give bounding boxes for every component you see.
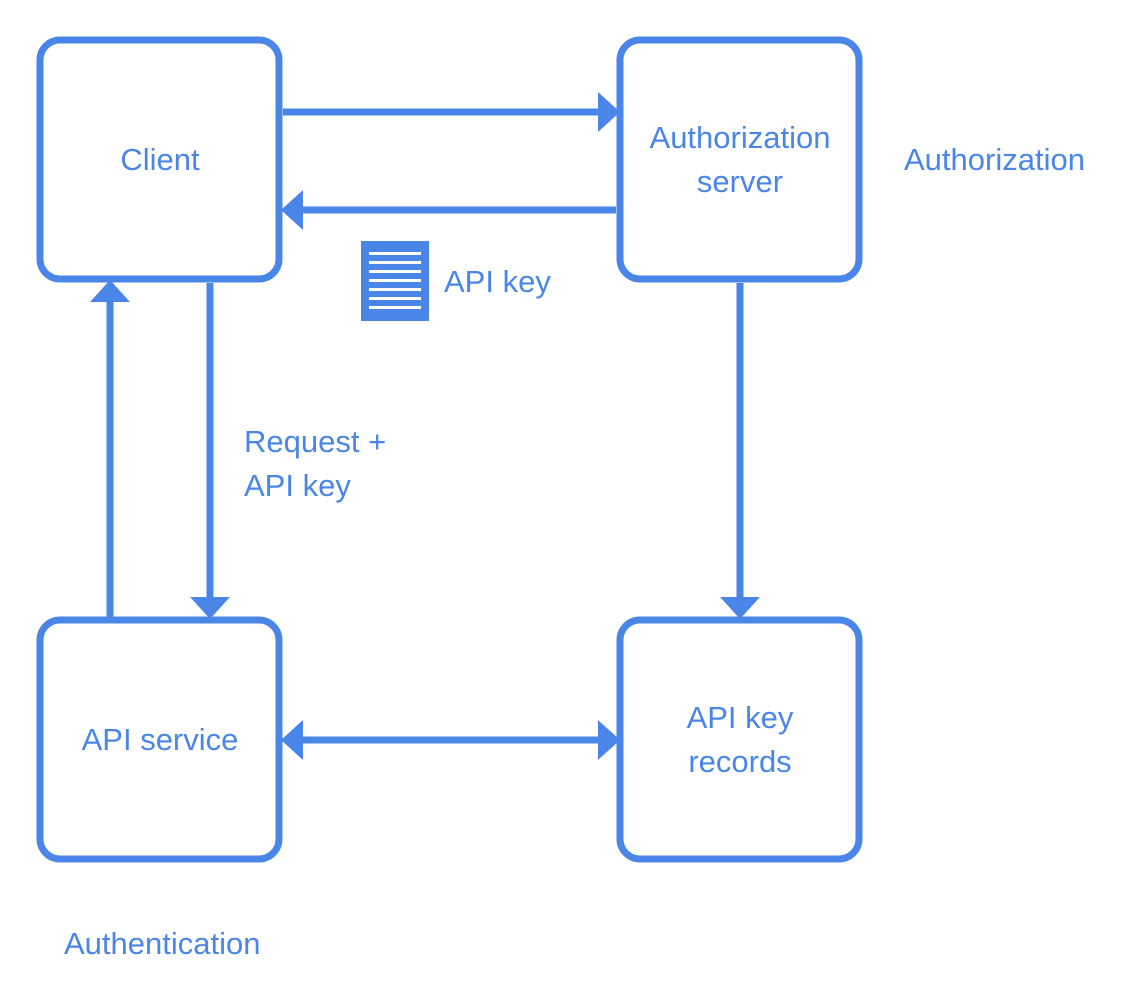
api-key-records-box xyxy=(616,616,863,863)
edge-authorization-server-to-client xyxy=(281,190,616,230)
arrowhead-right xyxy=(598,92,620,132)
document-icon xyxy=(361,241,429,321)
edge-client-to-authorization-server xyxy=(283,92,620,132)
request-label-line2: API key xyxy=(244,468,351,503)
node-client[interactable]: Client xyxy=(36,36,283,283)
arrowhead-up xyxy=(90,280,130,302)
arrowhead-left xyxy=(281,190,303,230)
arrowhead-right xyxy=(598,720,620,760)
authorization-server-label-line1: Authorization xyxy=(650,120,831,155)
edge-api-service-to-client xyxy=(90,280,130,617)
authentication-label: Authentication xyxy=(64,926,260,961)
node-api-service[interactable]: API service xyxy=(36,616,283,863)
request-label-line1: Request + xyxy=(244,424,386,459)
api-key-label: API key xyxy=(444,264,551,299)
api-service-box xyxy=(36,616,283,863)
api-key-records-label-line2: records xyxy=(688,744,791,779)
edge-client-to-api-service xyxy=(190,283,230,619)
api-service-label: API service xyxy=(82,722,239,757)
node-api-key-records[interactable]: API key records xyxy=(616,616,863,863)
node-authorization-server[interactable]: Authorization server xyxy=(616,36,863,283)
edge-authorization-server-to-api-key-records xyxy=(720,283,760,619)
client-label: Client xyxy=(120,142,200,177)
authorization-server-box xyxy=(616,36,863,283)
arrowhead-left xyxy=(281,720,303,760)
api-key-records-label-line1: API key xyxy=(687,700,794,735)
edge-api-service-api-key-records-bidirectional xyxy=(281,720,620,760)
authorization-server-label-line2: server xyxy=(697,164,783,199)
authorization-label: Authorization xyxy=(904,142,1085,177)
arrowhead-down xyxy=(720,597,760,619)
client-box xyxy=(36,36,283,283)
arrowhead-down xyxy=(190,597,230,619)
